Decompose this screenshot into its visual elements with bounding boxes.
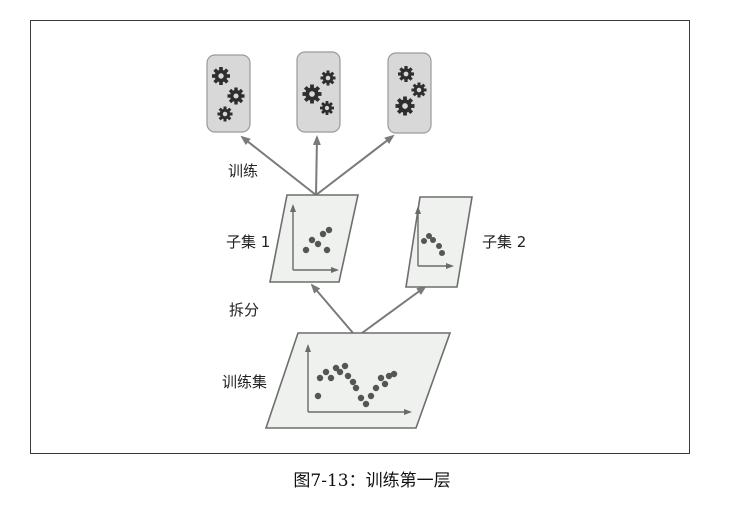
subset2-panel — [405, 196, 473, 288]
train-arrows — [240, 134, 395, 196]
split-arrows — [310, 283, 427, 334]
train-label: 训练 — [228, 162, 259, 180]
subset2-label: 子集 2 — [482, 233, 527, 251]
split-label: 拆分 — [229, 301, 260, 319]
model-box-1 — [206, 54, 251, 133]
model-box-2 — [296, 51, 341, 133]
training-set-panel — [264, 332, 452, 429]
subset1-label: 子集 1 — [226, 233, 271, 251]
training-set-points — [314, 362, 398, 408]
training-set-label: 训练集 — [222, 373, 268, 391]
subset2-axes — [415, 206, 454, 269]
subset1-axes — [290, 204, 339, 273]
subset1-points — [302, 226, 333, 254]
training-set-axes — [305, 344, 412, 415]
subset1-panel — [269, 194, 359, 283]
arrow-to-subset2 — [361, 285, 427, 334]
arrow-to-model-2 — [312, 135, 321, 196]
model-box-3 — [387, 52, 432, 134]
arrow-to-model-3 — [315, 134, 395, 196]
subset2-points — [421, 233, 445, 256]
figure-caption: 图7-13：训练第一层 — [293, 471, 451, 491]
arrow-to-subset1 — [310, 283, 354, 334]
arrow-to-model-1 — [240, 135, 317, 196]
